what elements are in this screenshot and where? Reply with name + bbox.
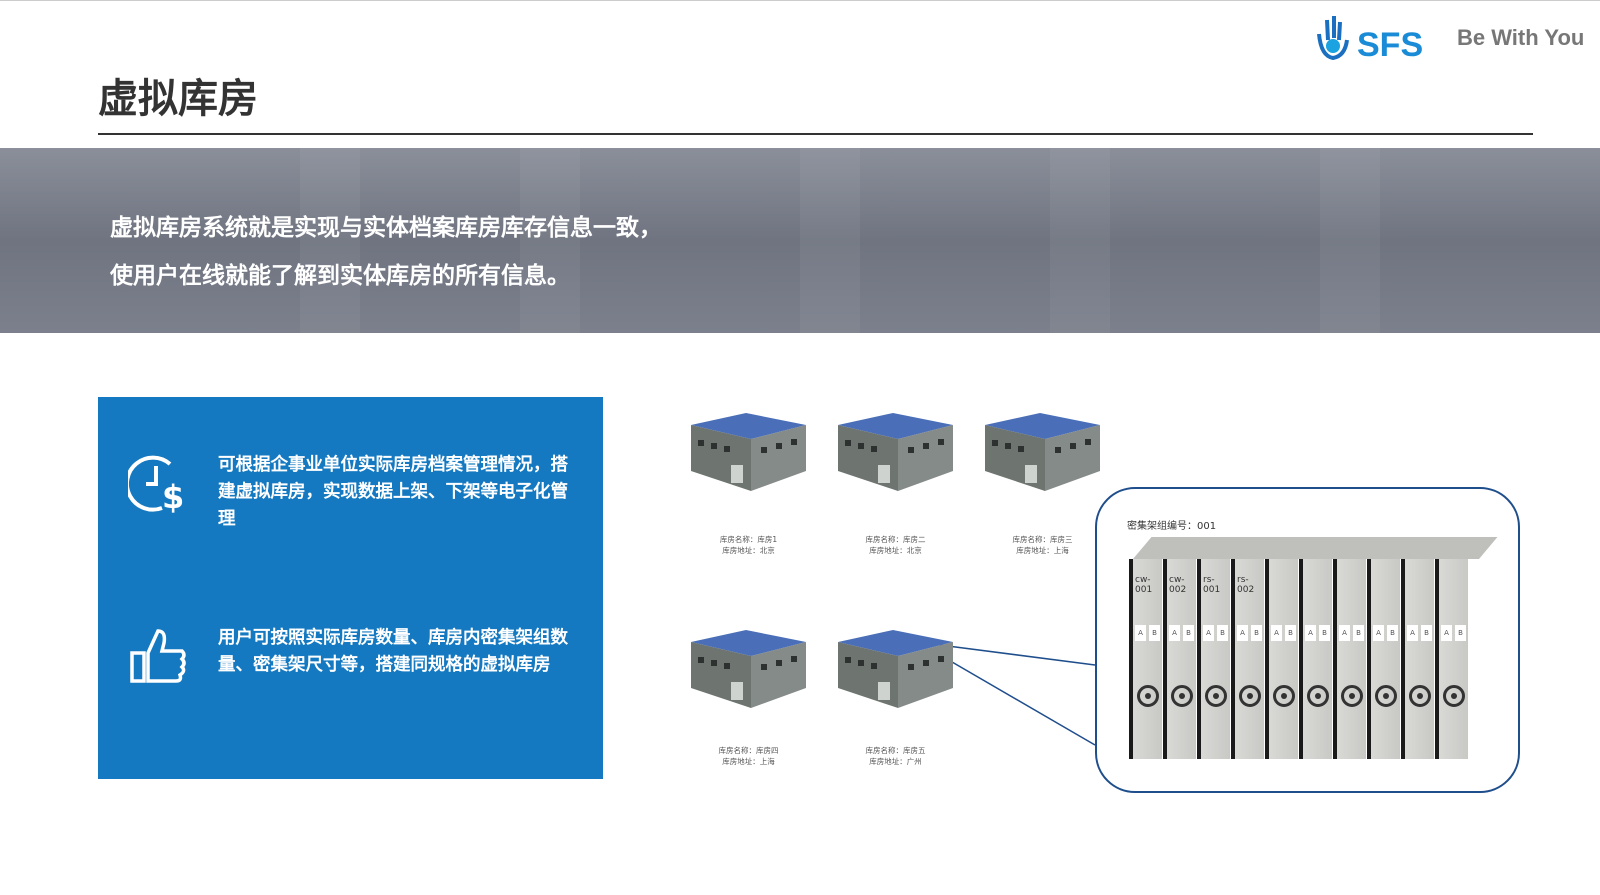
- warehouse-icon: [838, 413, 953, 491]
- warehouse-name: 库房名称：库房五: [865, 746, 926, 755]
- side-a-label: A: [1305, 625, 1316, 641]
- side-b-label: B: [1421, 625, 1432, 641]
- warehouse-label: 库房名称：库房三库房地址：上海: [980, 534, 1105, 556]
- warehouse-name: 库房名称：库房三: [1012, 535, 1073, 544]
- top-border: [0, 0, 1600, 1]
- feature-item: 用户可按照实际库房数量、库房内密集架组数量、密集架尺寸等，搭建同规格的虚拟库房: [128, 625, 573, 687]
- side-b-label: B: [1353, 625, 1364, 641]
- feature-text: 可根据企事业单位实际库房档案管理情况，搭建虚拟库房，实现数据上架、下架等电子化管…: [218, 455, 568, 529]
- shelf-handwheel-icon[interactable]: [1239, 685, 1261, 707]
- side-a-label: A: [1407, 625, 1418, 641]
- side-b-label: B: [1183, 625, 1194, 641]
- shelf-label: cw-002: [1169, 575, 1187, 595]
- side-b-label: B: [1217, 625, 1228, 641]
- sfs-logo-icon: SFS: [1317, 16, 1423, 64]
- side-b-label: B: [1285, 625, 1296, 641]
- side-b-label: B: [1149, 625, 1160, 641]
- side-a-label: A: [1271, 625, 1282, 641]
- warehouse-address: 库房地址：上海: [1016, 546, 1069, 555]
- warehouse-address: 库房地址：广州: [869, 757, 922, 766]
- banner-line-2: 使用户在线就能了解到实体库房的所有信息。: [110, 263, 570, 289]
- warehouse-building[interactable]: [686, 622, 811, 712]
- shelf-handwheel-icon[interactable]: [1307, 685, 1329, 707]
- shelf-label: rs-002: [1237, 575, 1255, 595]
- shelf-handwheel-icon[interactable]: [1273, 685, 1295, 707]
- side-a-label: A: [1203, 625, 1214, 641]
- warehouse-icon: [985, 413, 1100, 491]
- side-b-label: B: [1251, 625, 1262, 641]
- warehouse-building[interactable]: [980, 405, 1105, 495]
- shelf-handwheel-icon[interactable]: [1205, 685, 1227, 707]
- side-b-label: B: [1455, 625, 1466, 641]
- warehouse-name: 库房名称：库房二: [865, 535, 926, 544]
- side-a-label: A: [1373, 625, 1384, 641]
- svg-text:SFS: SFS: [1357, 26, 1423, 64]
- warehouse-label: 库房名称：库房1 库房地址：北京: [686, 534, 811, 556]
- shelf-handwheel-icon[interactable]: [1443, 685, 1465, 707]
- feature-item: $ 可根据企事业单位实际库房档案管理情况，搭建虚拟库房，实现数据上架、下架等电子…: [128, 452, 573, 533]
- warehouse-building[interactable]: [833, 622, 958, 712]
- warehouse-label: 库房名称：库房二库房地址：北京: [833, 534, 958, 556]
- warehouse-building[interactable]: [686, 405, 811, 495]
- intro-banner: 虚拟库房系统就是实现与实体档案库房库存信息一致， 使用户在线就能了解到实体库房的…: [0, 148, 1600, 333]
- title-divider: [98, 133, 1533, 135]
- shelf-label: rs-001: [1203, 575, 1221, 595]
- side-b-label: B: [1319, 625, 1330, 641]
- shelf-handwheel-icon[interactable]: [1341, 685, 1363, 707]
- warehouse-name: 库房名称：库房四: [718, 746, 779, 755]
- warehouse-name: 库房名称：库房1: [719, 535, 778, 544]
- shelf-group-caption: 密集架组编号：001: [1127, 521, 1217, 532]
- warehouse-icon: [838, 630, 953, 708]
- side-a-label: A: [1237, 625, 1248, 641]
- page-title: 虚拟库房: [98, 76, 258, 122]
- shelf-label: cw-001: [1135, 575, 1153, 595]
- warehouse-address: 库房地址：北京: [722, 546, 775, 555]
- side-a-label: A: [1339, 625, 1350, 641]
- shelf-handwheel-icon[interactable]: [1375, 685, 1397, 707]
- warehouse-label: 库房名称：库房四库房地址：上海: [686, 745, 811, 767]
- side-b-label: B: [1387, 625, 1398, 641]
- shelf-handwheel-icon[interactable]: [1409, 685, 1431, 707]
- clock-dollar-icon: $: [128, 455, 184, 514]
- warehouse-label: 库房名称：库房五库房地址：广州: [833, 745, 958, 767]
- warehouse-address: 库房地址：北京: [869, 546, 922, 555]
- side-a-label: A: [1441, 625, 1452, 641]
- warehouse-icon: [691, 413, 806, 491]
- company-logo: SFS Be With You: [1315, 12, 1584, 64]
- banner-line-1: 虚拟库房系统就是实现与实体档案库房库存信息一致，: [110, 215, 662, 241]
- warehouse-icon: [691, 630, 806, 708]
- side-a-label: A: [1169, 625, 1180, 641]
- features-panel: $ 可根据企事业单位实际库房档案管理情况，搭建虚拟库房，实现数据上架、下架等电子…: [98, 397, 603, 779]
- thumbs-up-icon: [130, 629, 186, 683]
- warehouse-address: 库房地址：上海: [722, 757, 775, 766]
- warehouse-building[interactable]: [833, 405, 958, 495]
- shelf-handwheel-icon[interactable]: [1171, 685, 1193, 707]
- svg-text:$: $: [162, 478, 184, 514]
- feature-text: 用户可按照实际库房数量、库房内密集架组数量、密集架尺寸等，搭建同规格的虚拟库房: [218, 628, 568, 675]
- side-a-label: A: [1135, 625, 1146, 641]
- slogan: Be With You: [1457, 25, 1585, 50]
- shelf-handwheel-icon[interactable]: [1137, 685, 1159, 707]
